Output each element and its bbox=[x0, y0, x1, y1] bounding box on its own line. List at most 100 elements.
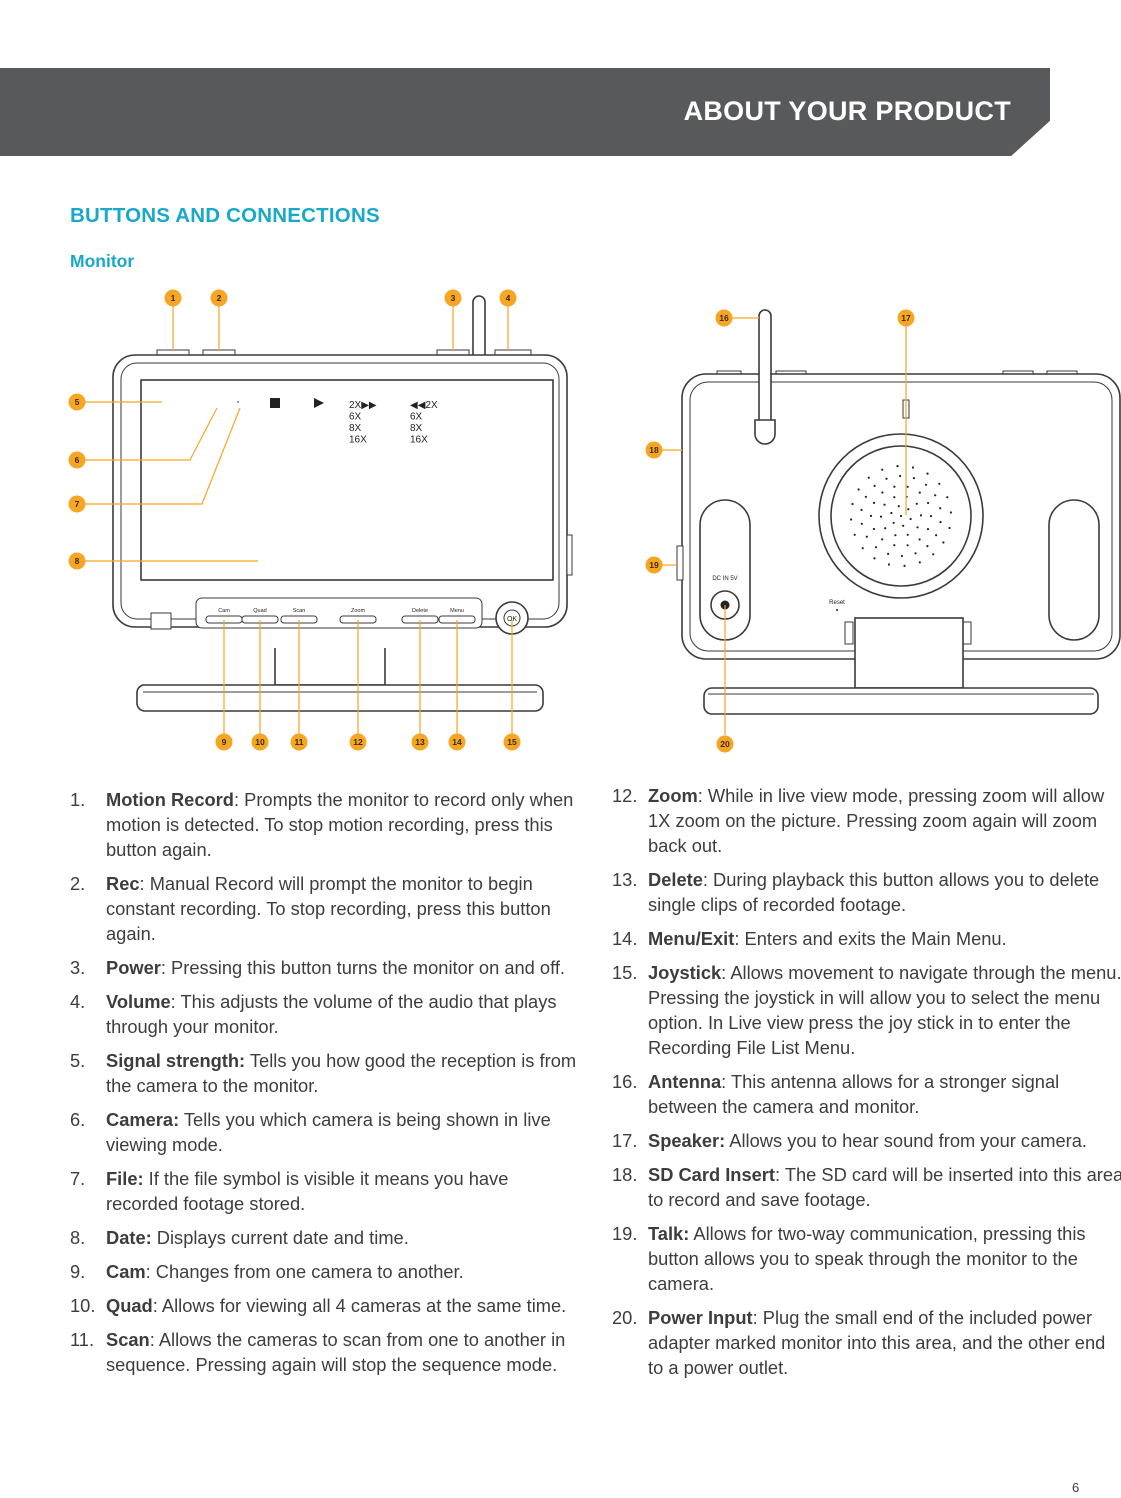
speaker-hole bbox=[938, 482, 941, 485]
speaker-hole bbox=[949, 511, 953, 514]
speaker-hole bbox=[857, 488, 860, 491]
callout-14: 14 bbox=[448, 733, 466, 751]
speaker-hole bbox=[918, 561, 921, 564]
svg-text:1: 1 bbox=[171, 293, 176, 303]
feature-item: 9.Cam: Changes from one camera to anothe… bbox=[70, 1259, 580, 1284]
screen-speed-label: 6X bbox=[349, 412, 362, 423]
speaker-hole bbox=[919, 514, 923, 517]
front-button-label: Menu bbox=[450, 608, 464, 614]
feature-description: : During playback this button allows you… bbox=[648, 869, 1100, 915]
feature-number: 12. bbox=[612, 785, 638, 806]
leader-lines bbox=[84, 298, 907, 735]
feature-number: 18. bbox=[612, 1164, 638, 1185]
feature-item: 18.SD Card Insert: The SD card will be i… bbox=[612, 1162, 1121, 1212]
header-banner bbox=[0, 68, 1050, 156]
speaker-hole bbox=[915, 502, 918, 505]
feature-description: : Changes from one camera to another. bbox=[145, 1261, 464, 1282]
back-antenna bbox=[758, 309, 772, 432]
feature-item: 6.Camera: Tells you which camera is bein… bbox=[70, 1107, 580, 1157]
speaker-hole bbox=[939, 521, 942, 524]
speaker-hole bbox=[892, 521, 895, 524]
page-header-title: ABOUT YOUR PRODUCT bbox=[683, 96, 1011, 126]
callout-16: 16 bbox=[715, 309, 733, 327]
feature-number: 19. bbox=[612, 1223, 638, 1244]
sd-indicator bbox=[150, 612, 172, 630]
speaker-hole bbox=[861, 547, 864, 550]
speaker-hole bbox=[869, 514, 873, 517]
speaker-hole bbox=[926, 528, 930, 531]
svg-text:8: 8 bbox=[75, 556, 80, 566]
speaker-hole bbox=[900, 554, 904, 558]
feature-item: 4.Volume: This adjusts the volume of the… bbox=[70, 989, 580, 1039]
speaker-hole bbox=[894, 534, 897, 537]
callout-7: 7 bbox=[68, 495, 86, 513]
svg-text:15: 15 bbox=[507, 737, 517, 747]
speaker-hole bbox=[907, 508, 910, 511]
speaker-hole bbox=[853, 533, 856, 536]
speaker-hole bbox=[926, 472, 929, 475]
feature-item: 14.Menu/Exit: Enters and exits the Main … bbox=[612, 926, 1121, 951]
speaker-hole bbox=[899, 474, 902, 478]
feature-list-left: 1.Motion Record: Prompts the monitor to … bbox=[70, 787, 580, 1386]
speaker-hole bbox=[918, 538, 921, 541]
speaker-hole bbox=[883, 503, 886, 506]
feature-description: : Pressing this button turns the monitor… bbox=[160, 957, 565, 978]
speaker-hole bbox=[896, 465, 899, 468]
feature-description: : Allows movement to navigate through th… bbox=[648, 962, 1121, 1058]
stand-base bbox=[136, 684, 544, 712]
speaker-hole bbox=[864, 495, 868, 498]
subsection-title: Monitor bbox=[70, 251, 135, 271]
feature-item: 12.Zoom: While in live view mode, pressi… bbox=[612, 783, 1121, 858]
callouts: 1 2 3 4 5 6 7 8 9 10 11 12 13 14 15 16 1… bbox=[68, 289, 915, 753]
feature-number: 1. bbox=[70, 789, 86, 810]
feature-number: 14. bbox=[612, 928, 638, 949]
feature-term: Zoom bbox=[648, 785, 698, 806]
speaker-hole bbox=[918, 491, 921, 494]
feature-item: 11.Scan: Allows the cameras to scan from… bbox=[70, 1327, 580, 1377]
feature-item: 15.Joystick: Allows movement to navigate… bbox=[612, 960, 1121, 1060]
callout-2: 2 bbox=[210, 289, 228, 307]
feature-number: 3. bbox=[70, 957, 86, 978]
callout-13: 13 bbox=[411, 733, 429, 751]
speaker-hole bbox=[873, 484, 876, 487]
section-title: BUTTONS AND CONNECTIONS bbox=[70, 204, 380, 227]
front-button-label: Cam bbox=[218, 608, 230, 614]
feature-term: Joystick bbox=[648, 962, 722, 983]
reset-hole bbox=[836, 609, 838, 611]
speaker-hole bbox=[860, 522, 863, 525]
feature-item: 19.Talk: Allows for two-way communicatio… bbox=[612, 1221, 1121, 1296]
feature-item: 5.Signal strength: Tells you how good th… bbox=[70, 1048, 580, 1098]
front-antenna bbox=[472, 295, 486, 356]
speaker-hole bbox=[881, 538, 884, 541]
speaker-hole bbox=[885, 477, 888, 480]
feature-number: 10. bbox=[70, 1295, 96, 1316]
callout-4: 4 bbox=[499, 289, 517, 307]
screen-speed-label: 8X bbox=[410, 423, 423, 434]
feature-number: 16. bbox=[612, 1071, 638, 1092]
svg-text:14: 14 bbox=[452, 737, 462, 747]
file-icon bbox=[237, 401, 239, 403]
speaker-hole bbox=[860, 508, 863, 511]
feature-term: SD Card Insert bbox=[648, 1164, 775, 1185]
callout-17: 17 bbox=[897, 309, 915, 327]
monitor-screen bbox=[140, 379, 554, 581]
feature-term: Scan bbox=[106, 1329, 150, 1350]
speaker-hole bbox=[926, 545, 929, 548]
feature-term: Antenna bbox=[648, 1071, 722, 1092]
feature-description: : This antenna allows for a stronger sig… bbox=[648, 1071, 1060, 1117]
callout-11: 11 bbox=[290, 733, 308, 751]
feature-item: 20.Power Input: Plug the small end of th… bbox=[612, 1305, 1121, 1380]
feature-number: 11. bbox=[70, 1329, 95, 1350]
svg-text:3: 3 bbox=[451, 293, 456, 303]
svg-text:6: 6 bbox=[75, 455, 80, 465]
feature-item: 10.Quad: Allows for viewing all 4 camera… bbox=[70, 1293, 580, 1318]
speaker-hole bbox=[934, 494, 937, 497]
feature-description: Tells you how good the reception is from… bbox=[106, 1050, 577, 1096]
page-number: 6 bbox=[1072, 1480, 1080, 1495]
speaker-hole bbox=[916, 526, 919, 529]
feature-description: Allows you to hear sound from your camer… bbox=[725, 1130, 1087, 1151]
svg-text:7: 7 bbox=[75, 499, 80, 509]
play-icon bbox=[314, 398, 324, 408]
screen-speed-label: 2X▶▶ bbox=[349, 400, 377, 411]
